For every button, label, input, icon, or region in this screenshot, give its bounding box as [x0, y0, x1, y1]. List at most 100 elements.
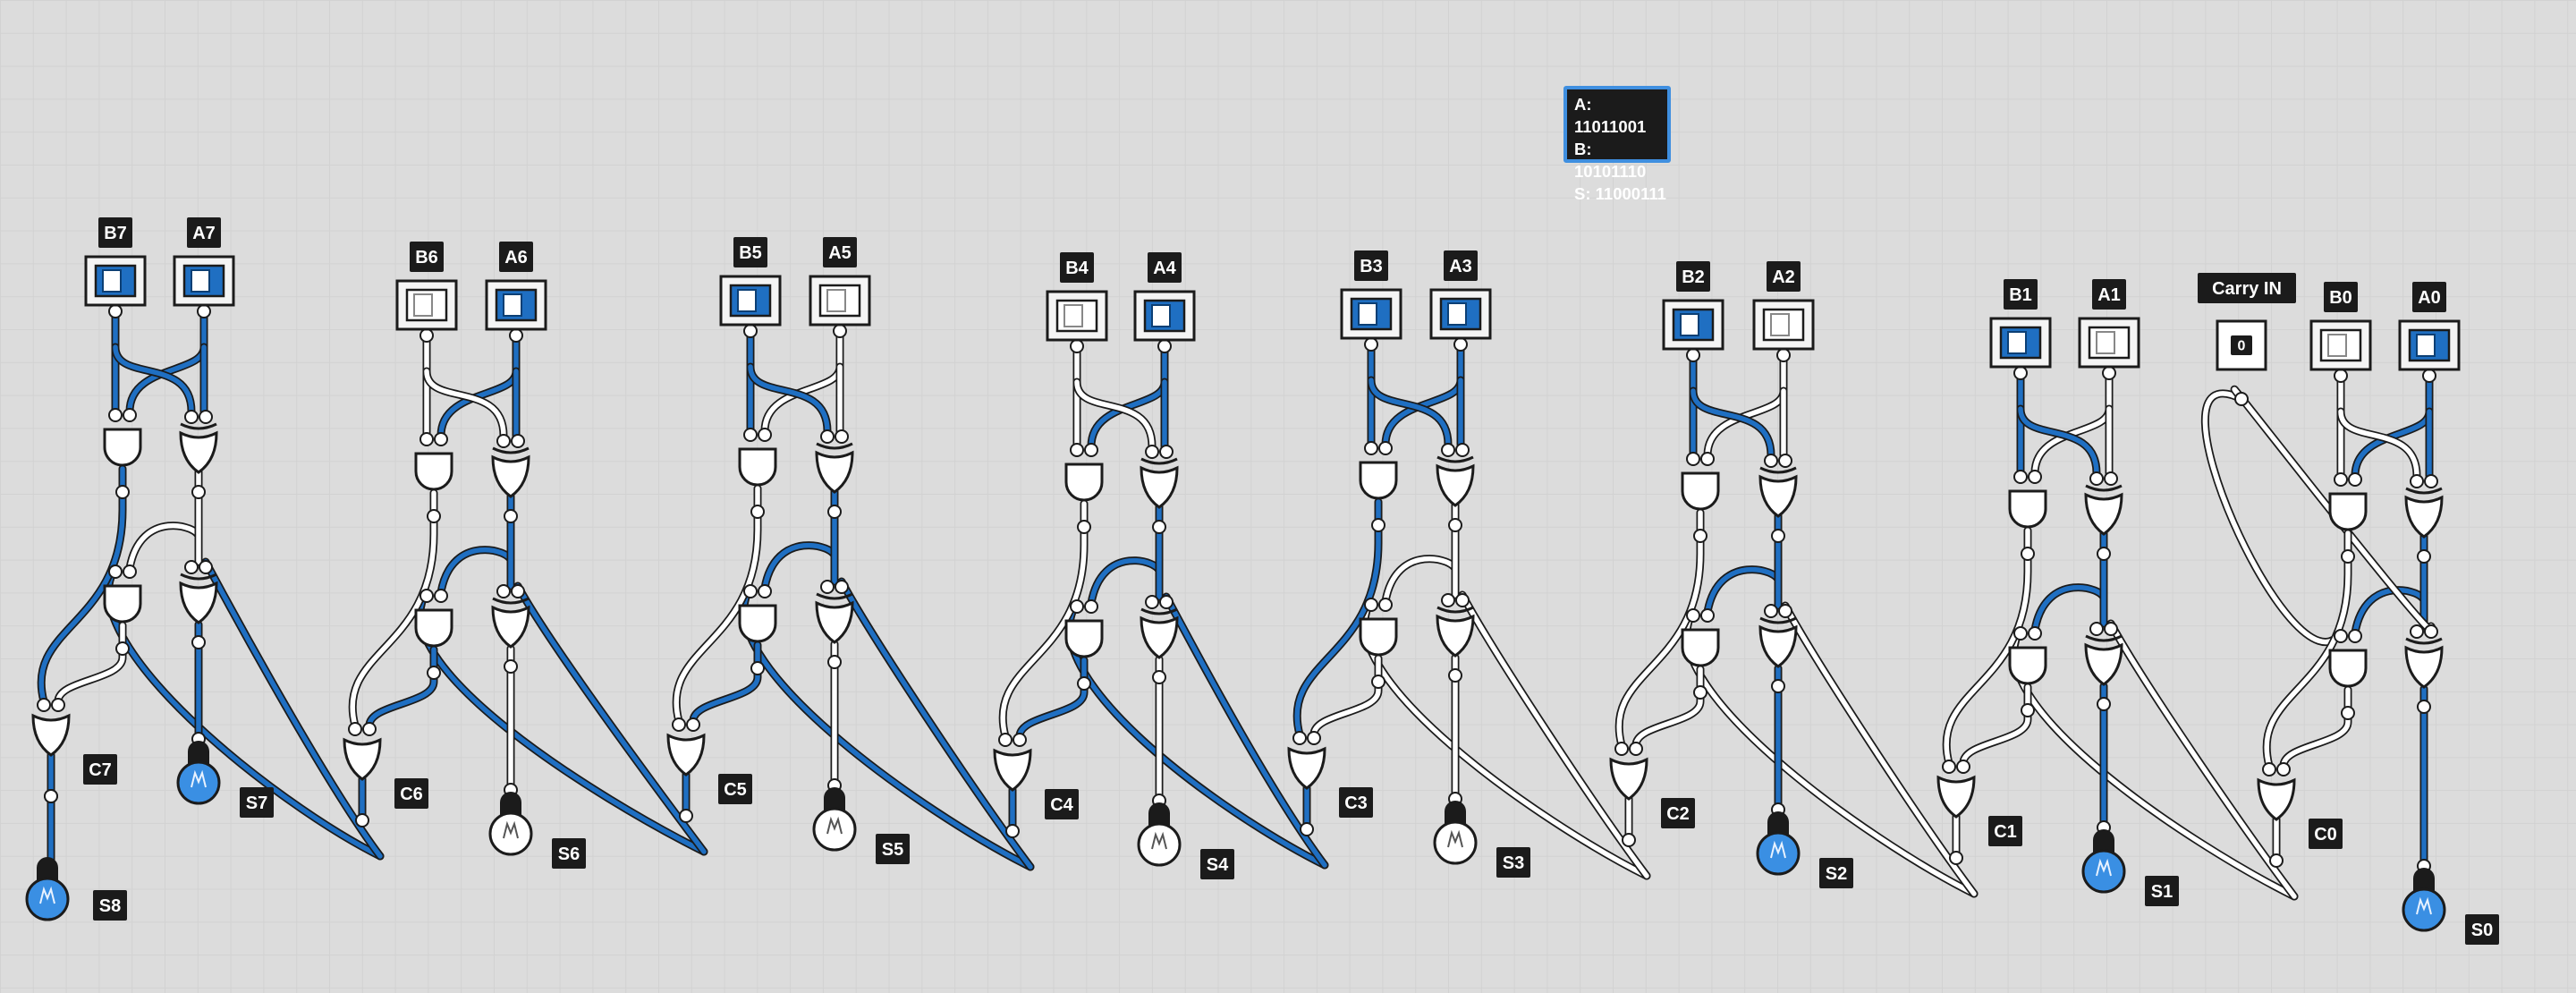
switch-a7[interactable] — [173, 255, 235, 307]
or-gate — [2404, 495, 2444, 539]
connection-node — [1077, 676, 1091, 691]
carry-in-toggle[interactable]: 0 — [2216, 319, 2267, 371]
connection-node — [1771, 529, 1785, 543]
wire-core — [1311, 656, 1381, 737]
label: B2 — [1676, 261, 1710, 292]
connection-node — [1378, 441, 1393, 455]
switch-b4[interactable] — [1046, 290, 1108, 342]
connection-node — [2410, 624, 2424, 639]
connection-node — [197, 304, 211, 318]
connection-node — [2417, 549, 2431, 564]
switch-b3[interactable] — [1340, 288, 1402, 340]
switch-b7[interactable] — [84, 255, 147, 307]
wire-carry-and2 — [1682, 607, 1979, 898]
wire-core — [1684, 609, 1977, 896]
connection-node — [743, 428, 758, 442]
connection-node — [743, 584, 758, 598]
label-text: S5 — [882, 840, 903, 860]
label-bg — [1819, 858, 1853, 888]
label-text: B6 — [415, 248, 438, 267]
connection-node — [51, 698, 65, 712]
label-text: S7 — [246, 794, 267, 813]
connection-node — [2028, 626, 2042, 641]
wire-and2-or — [365, 645, 438, 730]
wire-and1-or — [1614, 508, 1705, 750]
connection-node — [1686, 348, 1700, 362]
or-gate — [2084, 492, 2123, 536]
connection-node — [1448, 518, 1462, 532]
connection-node — [419, 432, 434, 446]
label-text: B3 — [1360, 257, 1383, 276]
label-text: C4 — [1050, 795, 1073, 815]
xor-arc — [2405, 637, 2443, 645]
switch-rocker — [2416, 334, 2436, 357]
xor-arc — [492, 597, 530, 605]
and-gate — [2328, 649, 2368, 688]
label-bg — [1060, 252, 1094, 283]
label-bg — [1676, 261, 1710, 292]
label: A1 — [2092, 279, 2126, 310]
wire-core — [127, 470, 201, 571]
wire-carry-and2 — [2200, 389, 2345, 646]
switch-a2[interactable] — [1752, 299, 1815, 351]
wire-core — [691, 642, 760, 724]
switch-a6[interactable] — [485, 279, 547, 331]
wire-outline — [2030, 530, 2108, 634]
label-bg — [2145, 876, 2179, 906]
wire-xor1-and2 — [1381, 501, 1460, 606]
switch-a0[interactable] — [2398, 319, 2461, 371]
or-gate — [2084, 642, 2123, 686]
connection-node — [2276, 762, 2291, 777]
switch-b6[interactable] — [395, 279, 458, 331]
sum-bulb-1 — [2081, 829, 2126, 894]
wire-and2-or — [1309, 654, 1383, 739]
connection-node — [1778, 454, 1792, 468]
label: C6 — [394, 778, 428, 809]
carry-in-knob — [2231, 335, 2252, 355]
label-text: A2 — [1772, 267, 1795, 287]
wire-core — [1690, 388, 1774, 458]
wire-core — [438, 494, 513, 595]
xor-arc — [816, 442, 853, 450]
connection-node — [758, 584, 772, 598]
switch-b2[interactable] — [1662, 299, 1724, 351]
connection-node — [743, 324, 758, 338]
switch-b0[interactable] — [2309, 319, 2372, 371]
switch-b5[interactable] — [719, 275, 782, 327]
bulb-filament — [1151, 831, 1167, 850]
switch-a1[interactable] — [2078, 317, 2140, 369]
label-bg — [2004, 279, 2038, 310]
bulb-cap — [824, 787, 845, 811]
switch-rocker — [737, 289, 757, 312]
wire-outline — [436, 492, 515, 597]
wire-carry-and2 — [416, 588, 708, 856]
bulb-cap — [37, 857, 58, 880]
switch-b1[interactable] — [1989, 317, 2052, 369]
label-text: A0 — [2418, 288, 2441, 308]
and-gate — [414, 452, 453, 491]
and-gate — [738, 604, 777, 643]
connection-node — [827, 505, 842, 519]
connection-node — [1152, 520, 1166, 534]
and-gate — [1681, 471, 1720, 511]
switch-a3[interactable] — [1429, 288, 1492, 340]
wire-core — [1633, 666, 1703, 748]
connection-node — [1157, 339, 1172, 353]
connection-node — [2013, 470, 2028, 484]
connection-node — [1378, 598, 1393, 612]
switch-a4[interactable] — [1133, 290, 1196, 342]
and-gate — [2008, 646, 2047, 685]
and-gate — [2328, 492, 2368, 531]
connection-node — [1693, 685, 1707, 700]
switch-a5[interactable] — [809, 275, 871, 327]
connection-node — [509, 328, 523, 343]
wire-core — [424, 369, 506, 438]
wire-and2-or — [2279, 685, 2352, 770]
wire-core — [1089, 505, 1162, 606]
wire-outline — [125, 468, 203, 573]
wire-b-xor — [422, 367, 508, 440]
label: S1 — [2145, 876, 2179, 906]
switch-rocker — [1770, 313, 1790, 336]
label-bg — [83, 754, 117, 785]
